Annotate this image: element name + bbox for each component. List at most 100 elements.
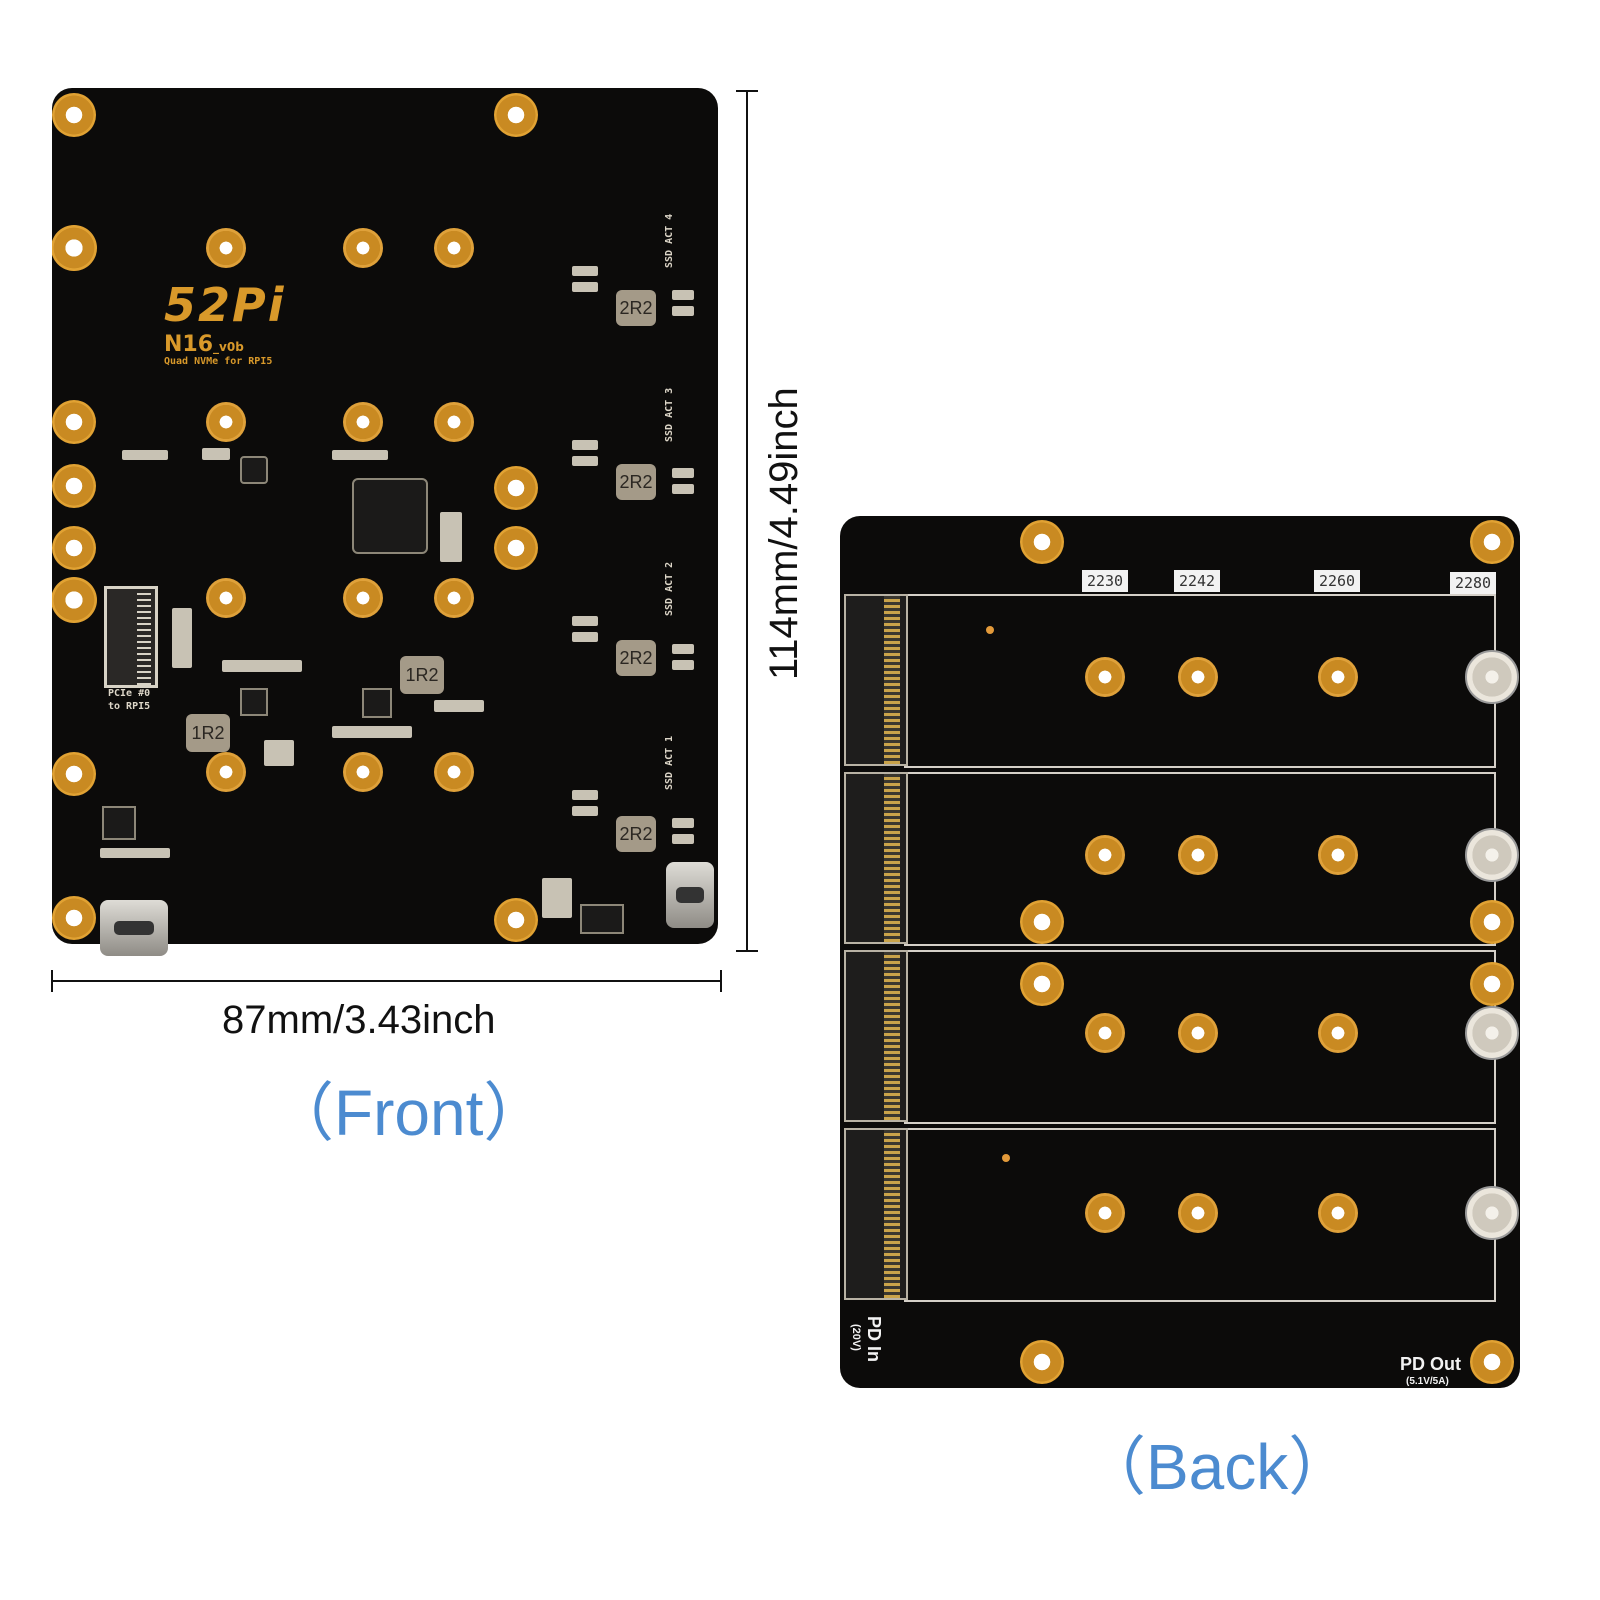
pd-out-label: PD Out [1400, 1354, 1461, 1374]
mount-hole [52, 464, 96, 508]
size-tab-2280: 2280 [1450, 572, 1496, 594]
smd-pad [332, 450, 388, 460]
pcie-fpc-connector[interactable] [104, 586, 158, 688]
pd-in-label: PD In [864, 1316, 884, 1363]
smd-pad [542, 878, 572, 918]
width-dimension-line [52, 980, 722, 982]
standoff-hole-2260 [1318, 835, 1358, 875]
usb-c-port[interactable] [666, 862, 714, 928]
ic-chip [580, 904, 624, 934]
brand-logo: 52Pi [164, 278, 286, 332]
smd-pad [434, 700, 484, 712]
smd-pad [572, 456, 598, 466]
smd-pad [672, 644, 694, 654]
smd-pad [122, 450, 168, 460]
inductor-1r2: 1R2 [400, 656, 444, 694]
mount-hole [52, 526, 96, 570]
test-point [1002, 1154, 1010, 1162]
model-number: N16 [164, 332, 214, 357]
mount-hole [494, 93, 538, 137]
mount-hole [1020, 900, 1064, 944]
ic-chip [362, 688, 392, 718]
mount-hole [1020, 962, 1064, 1006]
inductor-2r2: 2R2 [616, 640, 656, 676]
mount-hole [52, 400, 96, 444]
pcie-label-line2: to RPI5 [108, 701, 151, 712]
standoff-hole-2242 [1178, 1193, 1218, 1233]
smd-pad [572, 266, 598, 276]
model-subtitle: Quad NVMe for RPI5 [164, 356, 273, 367]
standoff-2280 [1465, 1186, 1519, 1240]
m2-connector[interactable] [844, 594, 908, 766]
smd-pad [672, 306, 694, 316]
standoff-2280 [1465, 1006, 1519, 1060]
inductor-2r2: 2R2 [616, 816, 656, 852]
smd-pad [672, 468, 694, 478]
standoff-hole-2230 [1085, 1193, 1125, 1233]
standoff-hole [434, 578, 474, 618]
pcie-switch-chip [352, 478, 428, 554]
mount-hole [1470, 900, 1514, 944]
mount-hole [52, 225, 97, 271]
mount-hole [494, 466, 538, 510]
usb-c-port[interactable] [100, 900, 168, 956]
back-caption: （Back） [1082, 1431, 1353, 1503]
width-dimension-tick [720, 970, 722, 992]
front-caption: （Front） [270, 1077, 548, 1149]
smd-pad [672, 660, 694, 670]
width-dimension-label: 87mm/3.43inch [222, 998, 496, 1042]
smd-pad [172, 608, 192, 668]
height-dimension-tick [736, 90, 758, 92]
standoff-hole [343, 402, 383, 442]
standoff-hole [343, 228, 383, 268]
standoff-hole-2230 [1085, 1013, 1125, 1053]
size-tab-2260: 2260 [1314, 570, 1360, 592]
mount-hole [1020, 1340, 1064, 1384]
standoff-2280 [1465, 650, 1519, 704]
standoff-hole [343, 578, 383, 618]
standoff-hole-2260 [1318, 1013, 1358, 1053]
standoff-hole [343, 752, 383, 792]
mount-hole [1470, 1340, 1514, 1384]
m2-connector[interactable] [844, 772, 908, 944]
standoff-hole [434, 228, 474, 268]
ic-chip [102, 806, 136, 840]
smd-pad [572, 616, 598, 626]
smd-pad [672, 818, 694, 828]
mount-hole [52, 577, 97, 623]
ssd-act-label: SSD ACT 1 [664, 735, 675, 790]
standoff-hole [206, 578, 246, 618]
height-dimension-label: 114mm/4.49inch [762, 387, 806, 680]
m2-connector[interactable] [844, 950, 908, 1122]
smd-pad [222, 660, 302, 672]
smd-pad [672, 290, 694, 300]
m2-connector[interactable] [844, 1128, 908, 1300]
height-dimension-tick [736, 950, 758, 952]
model-version: _v0b [213, 340, 244, 354]
mount-hole [52, 752, 96, 796]
standoff-hole-2242 [1178, 1013, 1218, 1053]
pd-out-spec: (5.1V/5A) [1406, 1376, 1449, 1387]
ssd-act-label: SSD ACT 3 [664, 387, 675, 442]
back-pcb: 2230 2242 2260 2280 PD In (20V) PD Out (… [840, 516, 1520, 1388]
smd-pad [440, 512, 462, 562]
ssd-act-label: SSD ACT 4 [664, 213, 675, 268]
front-pcb: 52Pi N16_v0b Quad NVMe for RPI5 2R2 2R2 … [52, 88, 718, 944]
mount-hole [494, 526, 538, 570]
smd-pad [264, 740, 294, 766]
mount-hole [52, 93, 96, 137]
test-point [986, 626, 994, 634]
inductor-2r2: 2R2 [616, 290, 656, 326]
inductor-1r2: 1R2 [186, 714, 230, 752]
smd-pad [100, 848, 170, 858]
smd-pad [572, 632, 598, 642]
standoff-hole [206, 228, 246, 268]
height-dimension-line [746, 90, 748, 952]
smd-pad [332, 726, 412, 738]
standoff-hole [434, 752, 474, 792]
smd-pad [202, 448, 230, 460]
standoff-hole [434, 402, 474, 442]
size-tab-2242: 2242 [1174, 570, 1220, 592]
smd-pad [572, 806, 598, 816]
ic-chip [240, 688, 268, 716]
